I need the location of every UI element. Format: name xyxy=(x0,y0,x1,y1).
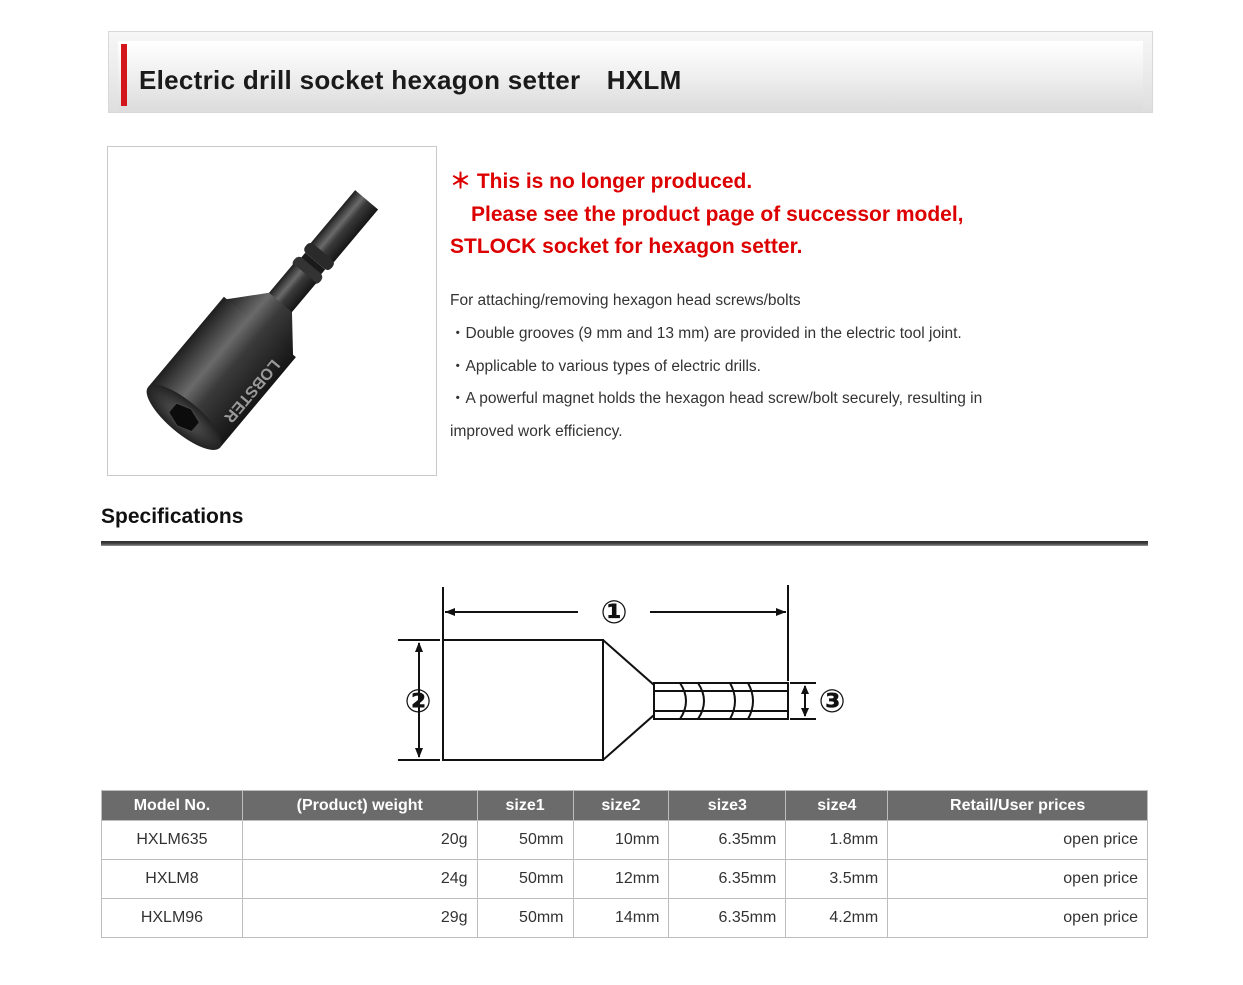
cell-size4: 1.8mm xyxy=(785,820,889,860)
notice-line: ＊ This is no longer produced. xyxy=(450,170,753,193)
socket-setter-image: LOBSTER xyxy=(146,190,379,450)
description-line: ・Double grooves (9 mm and 13 mm) are pro… xyxy=(450,324,962,342)
column-header-model-no: Model No. xyxy=(101,790,243,821)
column-header-weight: (Product) weight xyxy=(241,790,478,821)
notice-line: STLOCK socket for hexagon setter. xyxy=(450,235,803,258)
cell-weight: 20g xyxy=(241,820,478,860)
cell-weight: 29g xyxy=(241,898,478,938)
cell-size4: 4.2mm xyxy=(785,898,889,938)
cell-model-no: HXLM96 xyxy=(101,898,243,938)
table-header-row: Model No. (Product) weight size1 size2 s… xyxy=(101,790,1148,821)
table-row: HXLM8 24g 50mm 12mm 6.35mm 3.5mm open pr… xyxy=(101,859,1148,899)
product-photo: LOBSTER xyxy=(107,146,437,476)
cell-price: open price xyxy=(887,898,1148,938)
title-banner: Electric drill socket hexagon setter HXL… xyxy=(108,31,1153,113)
description-line: For attaching/removing hexagon head scre… xyxy=(450,292,801,309)
cell-size2: 10mm xyxy=(572,820,670,860)
specifications-table: Model No. (Product) weight size1 size2 s… xyxy=(101,790,1148,938)
dimension-drawing: ① ② ③ xyxy=(398,585,846,761)
cell-size2: 12mm xyxy=(572,859,670,899)
table-row: HXLM96 29g 50mm 14mm 6.35mm 4.2mm open p… xyxy=(101,898,1148,938)
cell-size3: 6.35mm xyxy=(668,820,787,860)
cell-size1: 50mm xyxy=(476,898,574,938)
column-header-size3: size3 xyxy=(668,790,787,821)
cell-size1: 50mm xyxy=(476,820,574,860)
description-line: improved work efficiency. xyxy=(450,423,623,441)
dimension-label-2: ② xyxy=(404,682,431,720)
cell-size2: 14mm xyxy=(572,898,670,938)
dimension-label-1: ① xyxy=(600,593,627,631)
dimension-diagram: ① ② ③ xyxy=(380,575,860,775)
description-line: ・A powerful magnet holds the hexagon hea… xyxy=(450,390,983,408)
cell-price: open price xyxy=(887,859,1148,899)
title-banner-inner xyxy=(118,41,1143,110)
discontinued-notice: ＊ This is no longer produced. Please see… xyxy=(450,166,964,264)
column-header-size4: size4 xyxy=(785,790,889,821)
page-title: Electric drill socket hexagon setter HXL… xyxy=(139,65,682,95)
specifications-heading: Specifications xyxy=(101,505,244,528)
cell-size4: 3.5mm xyxy=(785,859,889,899)
product-description: For attaching/removing hexagon head scre… xyxy=(450,285,1100,449)
dimension-label-3: ③ xyxy=(818,682,845,720)
cell-model-no: HXLM8 xyxy=(101,859,243,899)
cell-size3: 6.35mm xyxy=(668,898,787,938)
cell-size3: 6.35mm xyxy=(668,859,787,899)
notice-line: Please see the product page of successor… xyxy=(450,202,964,226)
description-line: ・Applicable to various types of electric… xyxy=(450,357,761,375)
column-header-size1: size1 xyxy=(476,790,574,821)
specifications-divider xyxy=(101,541,1148,546)
cell-weight: 24g xyxy=(241,859,478,899)
cell-size1: 50mm xyxy=(476,859,574,899)
cell-price: open price xyxy=(887,820,1148,860)
column-header-size2: size2 xyxy=(572,790,670,821)
title-accent-bar xyxy=(121,44,127,106)
cell-model-no: HXLM635 xyxy=(101,820,243,860)
table-row: HXLM635 20g 50mm 10mm 6.35mm 1.8mm open … xyxy=(101,820,1148,860)
column-header-price: Retail/User prices xyxy=(887,790,1148,821)
